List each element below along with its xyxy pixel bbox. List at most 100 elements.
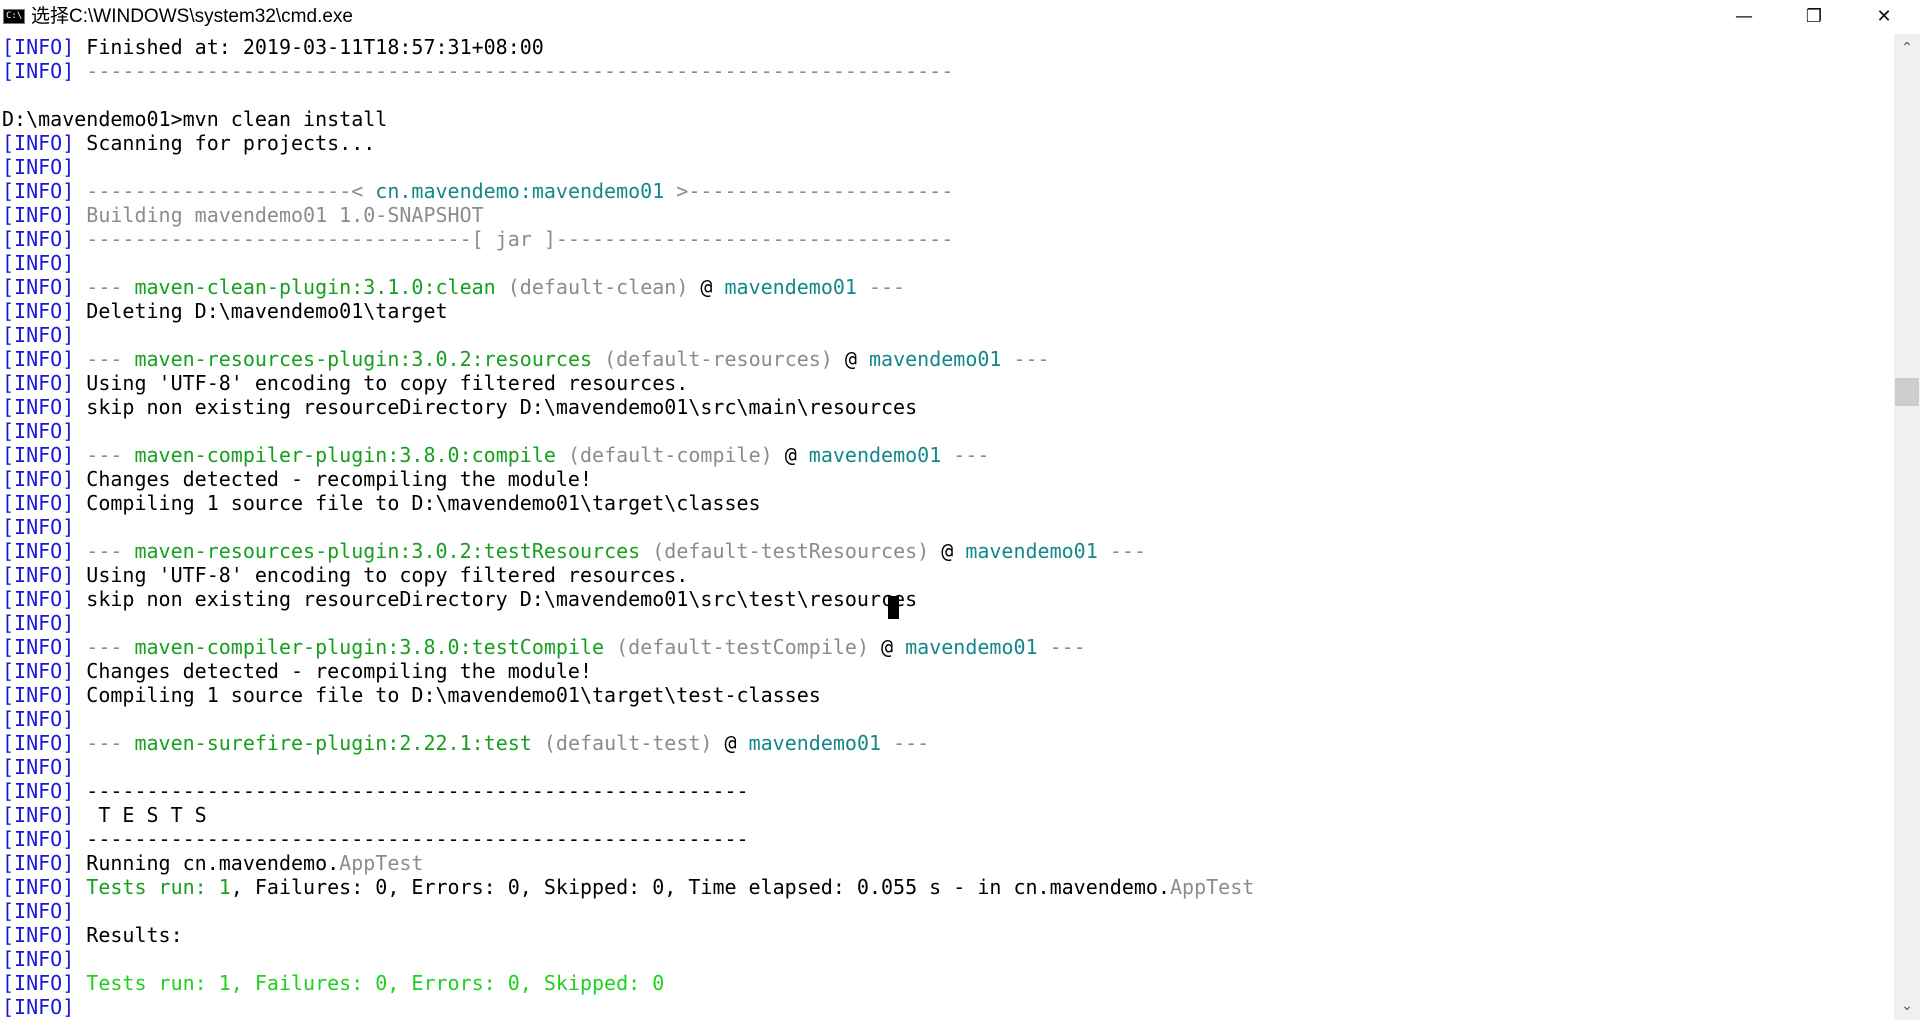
console-line: [INFO] Tests run: 1, Failures: 0, Errors… <box>2 875 1254 899</box>
console-line: [INFO] Changes detected - recompiling th… <box>2 467 1254 491</box>
console-line: [INFO] Building mavendemo01 1.0-SNAPSHOT <box>2 203 1254 227</box>
console-text: --- <box>74 347 135 371</box>
console-text: T E S T S <box>74 803 207 827</box>
info-tag: [INFO] <box>2 731 75 755</box>
close-button[interactable]: ✕ <box>1876 6 1892 27</box>
console-lines: [INFO] Finished at: 2019-03-11T18:57:31+… <box>2 35 1254 1019</box>
console-line: [INFO] Running cn.mavendemo.AppTest <box>2 851 1254 875</box>
text-cursor <box>888 596 899 619</box>
console-text: --------------------------------[ jar ]-… <box>74 227 954 251</box>
console-text: maven-compiler-plugin:3.8.0:testCompile <box>134 635 605 659</box>
console-line: [INFO] ---------------------------------… <box>2 827 1254 851</box>
console-text: Building mavendemo01 1.0-SNAPSHOT <box>74 203 484 227</box>
console-text: (default-test) <box>531 731 713 755</box>
console-line: [INFO] Results: <box>2 923 1254 947</box>
info-tag: [INFO] <box>2 275 75 299</box>
console-text: --- <box>74 275 135 299</box>
console-text: @ <box>688 275 725 299</box>
info-tag: [INFO] <box>2 491 75 515</box>
window-title: 选择C:\WINDOWS\system32\cmd.exe <box>31 6 353 27</box>
console-text: @ <box>832 347 869 371</box>
console-text: ----------------------------------------… <box>74 59 954 83</box>
console-text: --- <box>856 275 906 299</box>
info-tag: [INFO] <box>2 779 75 803</box>
console-text: (default-testResources) <box>640 539 930 563</box>
console-text: AppTest <box>339 851 424 875</box>
console-line: [INFO] Scanning for projects... <box>2 131 1254 155</box>
info-tag: [INFO] <box>2 419 75 443</box>
console-line: [INFO] --- maven-resources-plugin:3.0.2:… <box>2 347 1254 371</box>
info-tag: [INFO] <box>2 971 75 995</box>
scroll-down-arrow-icon[interactable]: ⌄ <box>1901 998 1913 1014</box>
console-line: [INFO] skip non existing resourceDirecto… <box>2 395 1254 419</box>
console-text: Running cn.mavendemo. <box>74 851 340 875</box>
console-text: ----------------------------------------… <box>74 779 749 803</box>
console-text: --- <box>1001 347 1050 371</box>
console-text: cn.mavendemo:mavendemo01 <box>375 179 665 203</box>
console-text: ----------------------------------------… <box>74 827 749 851</box>
console-line: [INFO] Deleting D:\mavendemo01\target <box>2 299 1254 323</box>
console-text: @ <box>772 443 809 467</box>
info-tag: [INFO] <box>2 299 75 323</box>
info-tag: [INFO] <box>2 59 75 83</box>
console-text: skip non existing resourceDirectory D:\m… <box>74 587 918 611</box>
info-tag: [INFO] <box>2 851 75 875</box>
info-tag: [INFO] <box>2 707 75 731</box>
console-line: [INFO] Finished at: 2019-03-11T18:57:31+… <box>2 35 1254 59</box>
console-line: [INFO] ---------------------------------… <box>2 779 1254 803</box>
info-tag: [INFO] <box>2 923 75 947</box>
console-text: skip non existing resourceDirectory D:\m… <box>74 395 918 419</box>
console-text: @ <box>868 635 906 659</box>
title-bar[interactable]: C:\ 选择C:\WINDOWS\system32\cmd.exe — ❐ ✕ <box>0 0 1920 34</box>
info-tag: [INFO] <box>2 227 75 251</box>
console-text: --- <box>74 635 135 659</box>
info-tag: [INFO] <box>2 155 75 179</box>
console-output[interactable]: [INFO] Finished at: 2019-03-11T18:57:31+… <box>0 34 1894 1020</box>
console-text: mavendemo01 <box>868 347 1002 371</box>
console-text: Tests run: 1 <box>74 875 231 899</box>
console-line <box>2 83 1254 107</box>
console-line: [INFO] <box>2 707 1254 731</box>
console-text: Finished at: 2019-03-11T18:57:31+08:00 <box>74 35 544 59</box>
info-tag: [INFO] <box>2 587 75 611</box>
info-tag: [INFO] <box>2 659 75 683</box>
console-text: mavendemo01 <box>748 731 882 755</box>
console-line: [INFO] Using 'UTF-8' encoding to copy fi… <box>2 563 1254 587</box>
info-tag: [INFO] <box>2 203 75 227</box>
console-text: maven-clean-plugin:3.1.0:clean <box>134 275 496 299</box>
console-line: [INFO] Compiling 1 source file to D:\mav… <box>2 683 1254 707</box>
info-tag: [INFO] <box>2 443 75 467</box>
minimize-button[interactable]: — <box>1735 6 1753 27</box>
info-tag: [INFO] <box>2 875 75 899</box>
info-tag: [INFO] <box>2 947 75 971</box>
info-tag: [INFO] <box>2 803 75 827</box>
console-text: mavendemo01 <box>905 635 1038 659</box>
console-text: Using 'UTF-8' encoding to copy filtered … <box>74 371 689 395</box>
console-line: [INFO] <box>2 251 1254 275</box>
console-text: AppTest <box>1170 875 1255 899</box>
cmd-icon: C:\ <box>3 9 25 24</box>
info-tag: [INFO] <box>2 827 75 851</box>
console-text: Results: <box>74 923 183 947</box>
info-tag: [INFO] <box>2 995 75 1019</box>
maximize-button[interactable]: ❐ <box>1805 6 1823 27</box>
console-text: --- <box>74 443 135 467</box>
console-text: D:\mavendemo01>mvn clean install <box>2 107 388 131</box>
console-line: [INFO] ---------------------------------… <box>2 59 1254 83</box>
console-text: maven-resources-plugin:3.0.2:testResourc… <box>134 539 641 563</box>
scroll-thumb[interactable] <box>1895 378 1919 406</box>
console-line: [INFO] --- maven-surefire-plugin:2.22.1:… <box>2 731 1254 755</box>
console-text: Changes detected - recompiling the modul… <box>74 659 593 683</box>
console-text: Using 'UTF-8' encoding to copy filtered … <box>74 563 689 587</box>
console-text: (default-compile) <box>555 443 773 467</box>
console-text: --- <box>74 539 135 563</box>
info-tag: [INFO] <box>2 251 75 275</box>
console-text: Compiling 1 source file to D:\mavendemo0… <box>74 683 821 707</box>
info-tag: [INFO] <box>2 755 75 779</box>
console-text: ----------------------< <box>74 179 376 203</box>
info-tag: [INFO] <box>2 515 75 539</box>
vertical-scrollbar[interactable]: ⌃ ⌄ <box>1894 34 1920 1020</box>
scroll-up-arrow-icon[interactable]: ⌃ <box>1901 40 1913 56</box>
console-text: Tests run: 1, Failures: 0, Errors: 0, Sk… <box>74 971 665 995</box>
info-tag: [INFO] <box>2 539 75 563</box>
